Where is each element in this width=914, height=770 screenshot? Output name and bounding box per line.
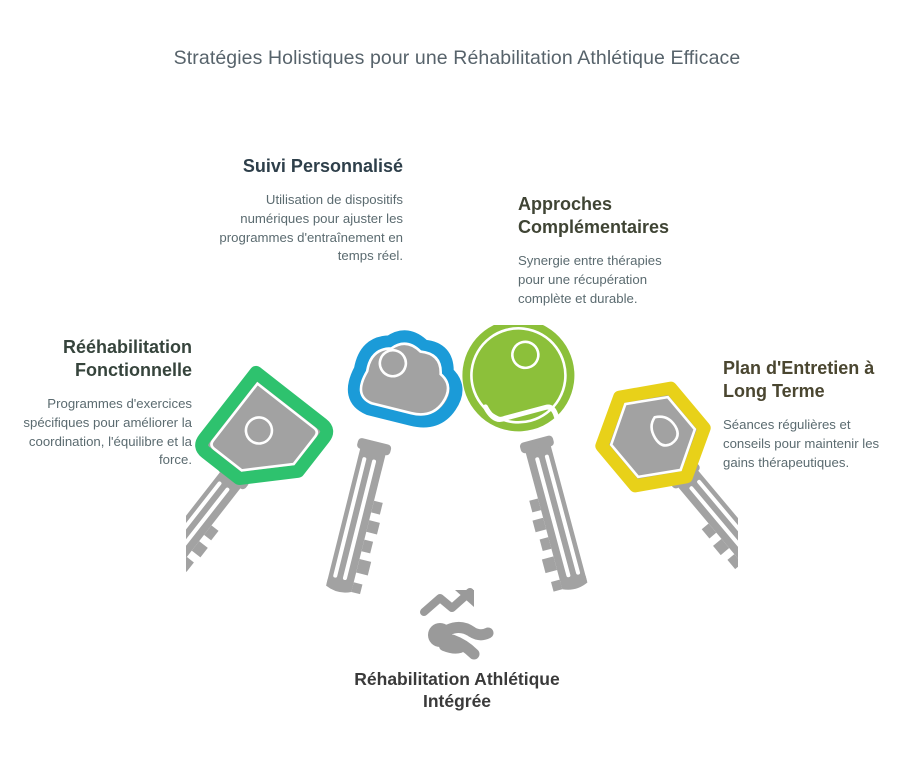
callout-reehabilitation-fonctionnelle: Rééhabilitation Fonctionnelle Programmes… (12, 336, 192, 470)
callout-title: Suivi Personnalisé (242, 156, 403, 176)
callout-body: Synergie entre thérapies pour une récupé… (518, 253, 662, 306)
callout-body: Utilisation de dispositifs numériques po… (219, 192, 403, 264)
center-label: Réhabilitation Athlétique Intégrée (332, 668, 582, 713)
callout-plan-entretien-long-terme: Plan d'Entretien à Long Terme Séances ré… (723, 357, 898, 472)
callout-body: Programmes d'exercices spécifiques pour … (23, 396, 192, 468)
key-suivi (321, 330, 463, 598)
key-plan (595, 381, 738, 606)
callout-body: Séances régulières et conseils pour main… (723, 417, 880, 470)
key-approches (462, 325, 593, 596)
runner-with-growth-arrow-icon (414, 588, 506, 660)
key-reeducation (186, 365, 334, 610)
callout-title: Rééhabilitation Fonctionnelle (62, 337, 192, 381)
keys-illustration (186, 325, 738, 635)
callout-title: Plan d'Entretien à Long Terme (723, 358, 875, 402)
center-label-text: Réhabilitation Athlétique Intégrée (354, 669, 560, 712)
callout-suivi-personnalise: Suivi Personnalisé Utilisation de dispos… (215, 155, 403, 266)
page-title: Stratégies Holistiques pour une Réhabili… (173, 47, 741, 69)
callout-approches-complementaires: Approches Complémentaires Synergie entre… (518, 193, 690, 308)
callout-title: Approches Complémentaires (518, 194, 670, 238)
